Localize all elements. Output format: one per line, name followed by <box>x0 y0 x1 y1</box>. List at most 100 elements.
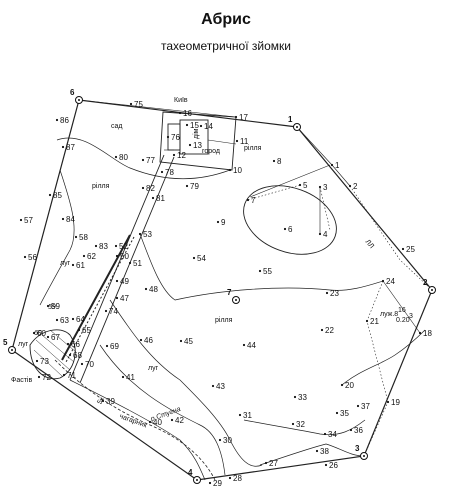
picket-point-24 <box>381 279 385 283</box>
picket-label-45: 45 <box>184 337 193 346</box>
picket-point-72 <box>37 375 41 379</box>
picket-label-34: 34 <box>328 430 337 439</box>
picket-label-73: 73 <box>40 357 49 366</box>
picket-point-54 <box>192 256 196 260</box>
station-7: 7 <box>227 288 240 304</box>
picket-label-64: 64 <box>76 315 85 324</box>
station-label: 2 <box>423 278 428 287</box>
picket-point-43 <box>211 384 215 388</box>
station-label: 1 <box>288 115 293 124</box>
label-luh-1: луг <box>60 260 71 267</box>
station-2: 2 <box>423 278 436 294</box>
picket-label-37: 37 <box>361 402 370 411</box>
station-4: 4 <box>188 468 201 484</box>
picket-point-73 <box>35 359 39 363</box>
picket-label-23: 23 <box>330 289 339 298</box>
picket-point-31 <box>238 413 242 417</box>
picket-label-84: 84 <box>66 215 75 224</box>
picket-point-52 <box>114 244 118 248</box>
picket-point-39 <box>101 399 105 403</box>
picket-label-11: 11 <box>240 137 249 146</box>
contour-label-60: 60 <box>34 330 42 337</box>
picket-label-81: 81 <box>156 194 165 203</box>
picket-label-57: 57 <box>24 216 33 225</box>
picket-label-59: 59 <box>51 302 60 311</box>
picket-point-16 <box>178 111 182 115</box>
picket-label-6: 6 <box>288 225 293 234</box>
picket-point-28 <box>228 476 232 480</box>
station-dot <box>78 99 80 101</box>
picket-label-70: 70 <box>85 360 94 369</box>
picket-label-46: 46 <box>144 336 153 345</box>
picket-point-1 <box>330 163 334 167</box>
picket-label-33: 33 <box>298 393 307 402</box>
label-mark-ll: ЛЛ <box>364 239 376 251</box>
label-mark-16: 16 <box>398 307 406 314</box>
station-5: 5 <box>3 338 16 354</box>
picket-point-19 <box>386 400 390 404</box>
station-3: 3 <box>355 444 368 460</box>
picket-label-9: 9 <box>221 218 226 227</box>
picket-label-53: 53 <box>143 230 152 239</box>
picket-point-62 <box>82 254 86 258</box>
picket-label-60: 60 <box>37 329 46 338</box>
label-luh-2: луг <box>18 341 29 348</box>
picket-point-55 <box>258 269 262 273</box>
picket-label-41: 41 <box>126 373 135 382</box>
picket-label-48: 48 <box>149 285 158 294</box>
label-mark-020: 0.20 <box>396 317 410 324</box>
traverse-lines <box>78 99 421 334</box>
picket-label-47: 47 <box>120 294 129 303</box>
picket-point-25 <box>401 247 405 251</box>
picket-point-75 <box>129 102 133 106</box>
label-luzh: луж.8 <box>380 311 398 318</box>
picket-label-15: 15 <box>190 121 199 130</box>
picket-label-17: 17 <box>239 113 248 122</box>
picket-point-37 <box>356 404 360 408</box>
picket-point-85 <box>48 193 52 197</box>
picket-label-21: 21 <box>370 317 379 326</box>
station-1: 1 <box>288 115 301 131</box>
picket-point-9 <box>216 220 220 224</box>
picket-point-56 <box>23 255 27 259</box>
picket-label-13: 13 <box>193 141 202 150</box>
picket-label-86: 86 <box>60 116 69 125</box>
station-label: 7 <box>227 288 232 297</box>
picket-point-32 <box>291 422 295 426</box>
picket-point-50 <box>115 254 119 258</box>
picket-label-38: 38 <box>320 447 329 456</box>
picket-label-24: 24 <box>386 277 395 286</box>
picket-point-15 <box>185 123 189 127</box>
picket-point-38 <box>315 449 319 453</box>
picket-point-40 <box>148 420 152 424</box>
picket-label-77: 77 <box>146 156 155 165</box>
label-sad: сад <box>111 123 122 130</box>
picket-label-10: 10 <box>233 166 242 175</box>
picket-point-76 <box>166 135 170 139</box>
ellipse-area <box>243 185 337 255</box>
picket-label-18: 18 <box>423 329 432 338</box>
picket-label-65: 65 <box>82 326 91 335</box>
picket-point-18 <box>418 331 422 335</box>
station-label: 6 <box>70 88 75 97</box>
picket-point-84 <box>61 217 65 221</box>
picket-label-28: 28 <box>233 474 242 483</box>
label-chahar: чагарник <box>118 413 148 430</box>
picket-label-44: 44 <box>247 341 256 350</box>
picket-label-7: 7 <box>251 196 256 205</box>
picket-point-64 <box>71 317 75 321</box>
picket-label-12: 12 <box>177 151 186 160</box>
picket-label-2: 2 <box>353 182 358 191</box>
picket-point-21 <box>365 319 369 323</box>
picket-label-16: 16 <box>183 109 192 118</box>
picket-point-11 <box>235 139 239 143</box>
picket-label-25: 25 <box>406 245 415 254</box>
meadow-patch <box>29 329 76 380</box>
picket-point-13 <box>188 143 192 147</box>
picket-label-19: 19 <box>391 398 400 407</box>
picket-point-78 <box>160 170 164 174</box>
picket-point-69 <box>105 344 109 348</box>
picket-point-35 <box>335 411 339 415</box>
picket-point-14 <box>199 124 203 128</box>
picket-point-42 <box>170 418 174 422</box>
